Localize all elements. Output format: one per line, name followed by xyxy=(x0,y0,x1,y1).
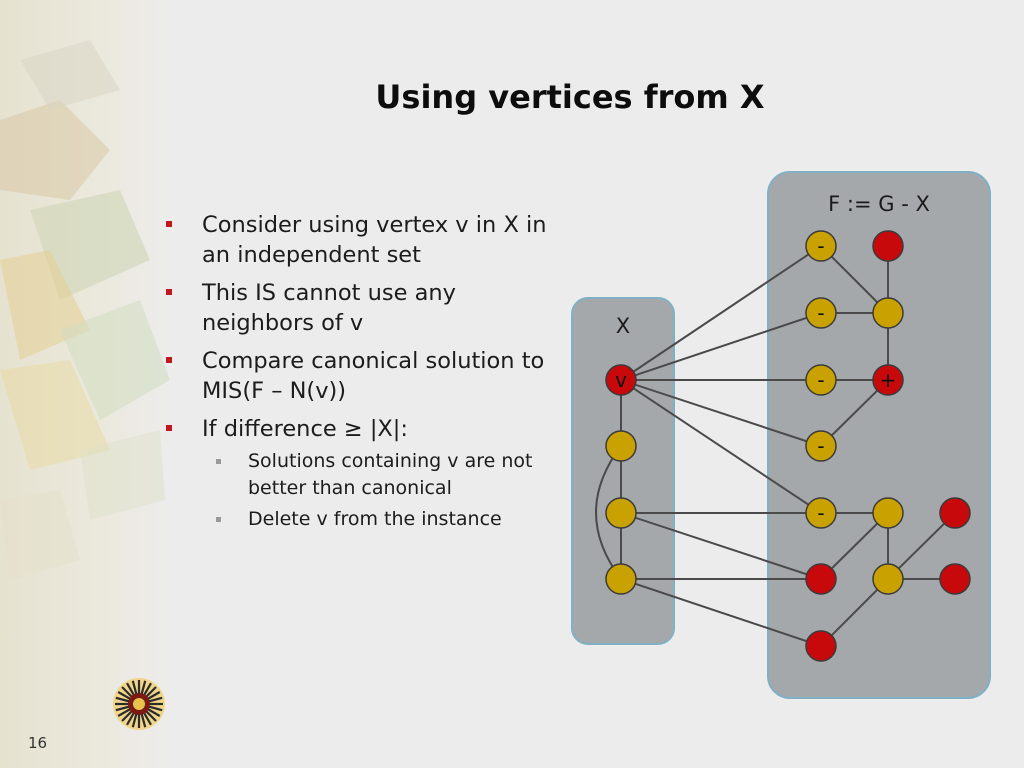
graph-node-f10 xyxy=(939,497,971,529)
graph-edge xyxy=(620,312,822,381)
graph-node-v xyxy=(605,364,637,396)
graph-node-f8 xyxy=(805,497,837,529)
graph-node-x3 xyxy=(605,497,637,529)
sub-bullet-text: Solutions containing v are not better th… xyxy=(248,450,533,499)
graph-edge xyxy=(620,379,822,447)
graph-edge xyxy=(620,512,822,580)
page-number: 16 xyxy=(28,734,48,752)
graph-node-f3 xyxy=(805,297,837,329)
graph-node-f12 xyxy=(872,563,904,595)
graph-node-label: - xyxy=(817,301,824,325)
x-set-box xyxy=(571,297,675,645)
graph-edge xyxy=(620,578,822,647)
bullet-text: Consider using vertex v in X in an indep… xyxy=(202,212,547,268)
f-box-label: F := G - X xyxy=(828,192,930,216)
bullet-item: Compare canonical solution to MIS(F – N(… xyxy=(164,346,564,406)
graph-node-f9 xyxy=(872,497,904,529)
bullet-marker xyxy=(166,221,172,227)
bullet-item: If difference ≥ |X|: xyxy=(164,414,564,444)
graph-edge xyxy=(820,578,889,647)
graph-node-f14 xyxy=(805,630,837,662)
graph-edge xyxy=(820,245,889,314)
graph-node-x4 xyxy=(605,563,637,595)
slide-title: Using vertices from X xyxy=(375,78,765,116)
graph-node-f1 xyxy=(805,230,837,262)
bullet-text: This IS cannot use any neighbors of v xyxy=(202,280,456,336)
graph-node-f7 xyxy=(805,430,837,462)
bullet-marker xyxy=(166,357,172,363)
decorative-side-banner xyxy=(0,0,170,768)
bullet-item: This IS cannot use any neighbors of v xyxy=(164,278,564,338)
bullet-text: Compare canonical solution to MIS(F – N(… xyxy=(202,348,545,404)
graph-node-x2 xyxy=(605,430,637,462)
graph-node-f13 xyxy=(939,563,971,595)
graph-edge xyxy=(620,245,822,381)
university-seal-logo xyxy=(113,678,165,730)
graph-node-f4 xyxy=(872,297,904,329)
side-banner-pattern xyxy=(0,40,170,580)
graph-node-label: - xyxy=(817,434,824,458)
graph-node-f6 xyxy=(872,364,904,396)
sub-bullet-marker xyxy=(216,517,221,522)
graph-edge xyxy=(620,379,822,514)
bullet-text: If difference ≥ |X|: xyxy=(202,416,408,442)
graph-edge-curved xyxy=(595,445,622,580)
x-box-label: X xyxy=(616,314,630,338)
graph-nodes: v - - - + - - xyxy=(605,230,971,662)
sub-bullet-marker xyxy=(216,459,221,464)
sub-bullet-text: Delete v from the instance xyxy=(248,508,502,530)
bullet-marker xyxy=(166,425,172,431)
graph-node-label: - xyxy=(817,501,824,525)
graph-node-f2 xyxy=(872,230,904,262)
graph-node-label: - xyxy=(817,234,824,258)
graph-node-label: - xyxy=(817,368,824,392)
graph-node-f11 xyxy=(805,563,837,595)
bullet-item: Consider using vertex v in X in an indep… xyxy=(164,210,564,270)
sub-bullet-item: Solutions containing v are not better th… xyxy=(164,448,564,502)
sub-bullet-item: Delete v from the instance xyxy=(164,506,564,533)
graph-node-f5 xyxy=(805,364,837,396)
bullet-marker xyxy=(166,289,172,295)
graph-node-label: + xyxy=(880,368,897,392)
bullet-list: Consider using vertex v in X in an indep… xyxy=(164,210,564,537)
graph-node-label: v xyxy=(615,368,627,392)
